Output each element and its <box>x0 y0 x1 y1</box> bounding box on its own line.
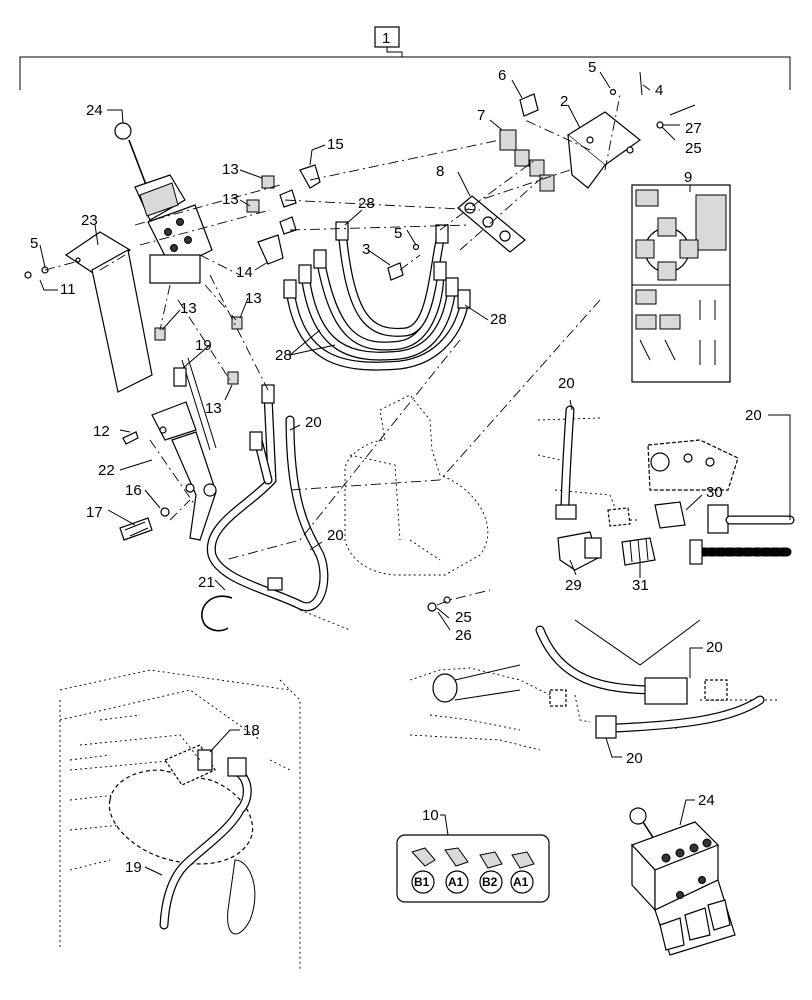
callout-6: 6 <box>498 67 506 84</box>
callout-2: 2 <box>560 93 568 110</box>
mount-plate <box>64 231 153 393</box>
fitting-detail-view <box>537 405 795 571</box>
callout-20-center: 20 <box>305 414 322 431</box>
callout-21: 21 <box>198 574 215 591</box>
callout-13-b: 13 <box>222 191 239 208</box>
joystick-valve-detail <box>629 807 736 956</box>
callout-20-detail-a: 20 <box>558 375 575 392</box>
callout-20-detail-b: 20 <box>745 407 762 424</box>
callout-28-top: 28 <box>358 195 375 212</box>
callout-30: 30 <box>706 484 723 501</box>
callout-13-d: 13 <box>180 300 197 317</box>
callout-14: 14 <box>236 264 253 281</box>
clip <box>201 595 233 632</box>
callout-19-top: 19 <box>195 337 212 354</box>
callout-29: 29 <box>565 577 582 594</box>
callout-20-detail-c: 20 <box>706 639 723 656</box>
callout-numbers: 24 23 5 11 13 13 15 14 13 13 19 13 28 28… <box>30 59 762 876</box>
callout-3: 3 <box>362 241 370 258</box>
hardware-bolts <box>24 266 170 541</box>
lever-bracket <box>151 401 217 541</box>
callout-28-left: 28 <box>275 347 292 364</box>
mounting-bracket <box>566 111 641 189</box>
callout-5-left: 5 <box>30 235 38 252</box>
callout-23: 23 <box>81 212 98 229</box>
callout-22: 22 <box>98 462 115 479</box>
callout-25-low: 25 <box>455 609 472 626</box>
callout-25-top: 25 <box>685 140 702 157</box>
callout-20-detail-d: 20 <box>626 750 643 767</box>
callout-8: 8 <box>436 163 444 180</box>
hose-bundle <box>283 221 471 371</box>
assembly-number: 1 <box>382 30 390 47</box>
callout-17: 17 <box>86 504 103 521</box>
callout-27: 27 <box>685 120 702 137</box>
decal-9 <box>631 184 731 383</box>
hose-connection-detail <box>409 619 780 751</box>
callout-5-mid: 5 <box>394 225 402 242</box>
tractor-cab-view <box>59 669 301 970</box>
callout-24-top: 24 <box>86 102 103 119</box>
callout-13-a: 13 <box>222 161 239 178</box>
callout-12: 12 <box>93 423 110 440</box>
callout-28-right: 28 <box>490 311 507 328</box>
callout-11: 11 <box>60 281 76 298</box>
callout-31: 31 <box>632 577 649 594</box>
callout-24-bottom: 24 <box>698 792 715 809</box>
leader-lines <box>44 94 621 606</box>
hose-20-center <box>173 367 329 612</box>
callout-20-loop: 20 <box>327 527 344 544</box>
manifold-plate <box>457 93 555 253</box>
decal-10-label-4: A1 <box>513 875 529 889</box>
callout-13-c: 13 <box>245 290 262 307</box>
callout-4: 4 <box>655 82 663 99</box>
callout-5-right: 5 <box>588 59 596 76</box>
callout-19-bottom: 19 <box>125 859 142 876</box>
joystick-valve-assembly <box>114 122 213 284</box>
decal-10-label-3: B2 <box>482 875 498 889</box>
decal-10: B1 A1 B2 A1 <box>396 834 550 903</box>
callout-26: 26 <box>455 627 472 644</box>
decal-10-label-2: A1 <box>448 875 464 889</box>
rod <box>181 357 217 451</box>
callout-7: 7 <box>477 107 485 124</box>
callout-13-e: 13 <box>205 400 222 417</box>
callout-9: 9 <box>684 169 692 186</box>
fittings <box>154 164 321 385</box>
decal-10-label-1: B1 <box>414 875 430 889</box>
tractor-frame-dotted <box>299 394 489 631</box>
callout-10: 10 <box>422 807 439 824</box>
callout-leaders <box>39 71 791 876</box>
callout-15: 15 <box>327 136 344 153</box>
callout-16: 16 <box>125 482 142 499</box>
callout-18: 18 <box>243 722 260 739</box>
assembly-bracket: 1 <box>19 26 791 90</box>
